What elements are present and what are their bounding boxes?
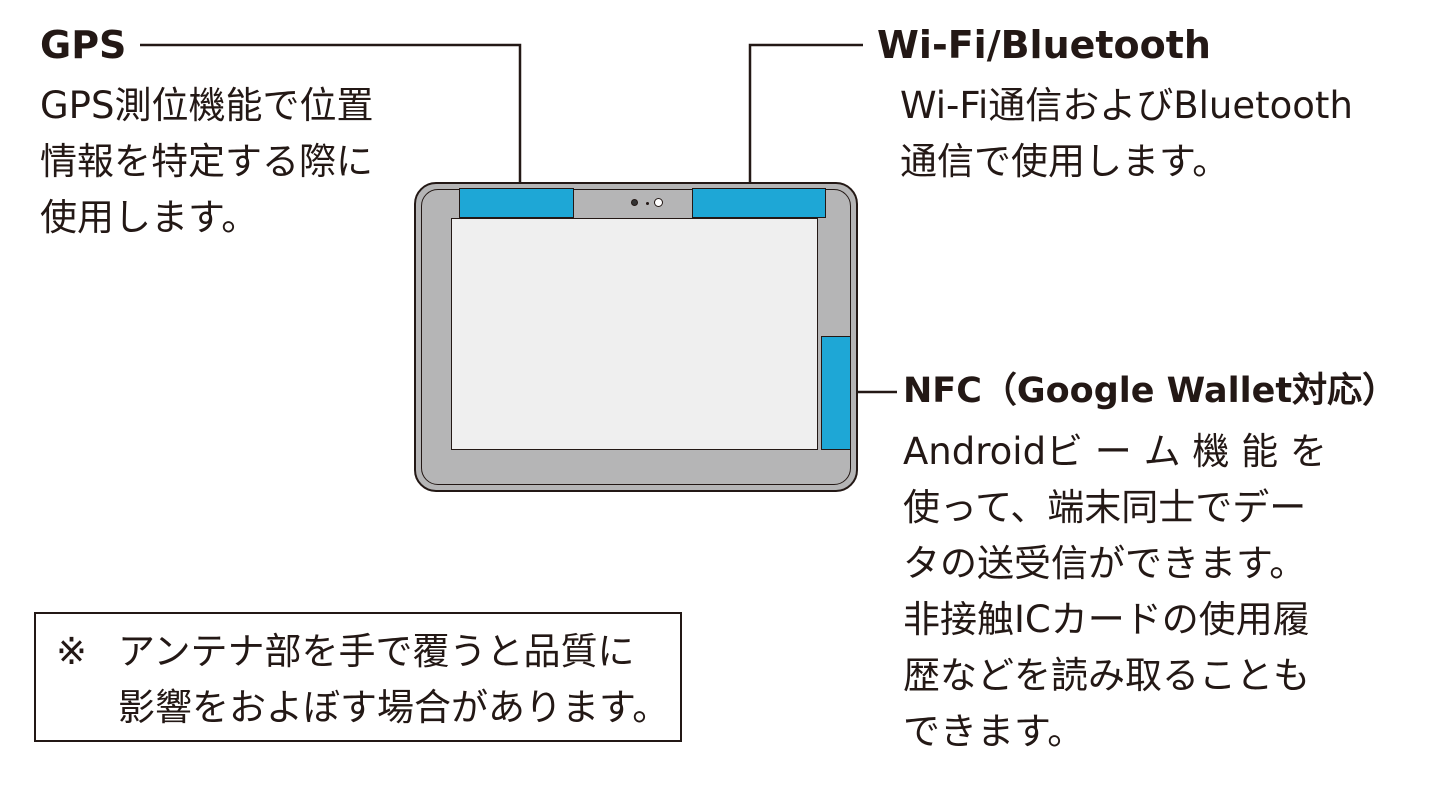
note-reference-mark: ※ — [56, 630, 88, 673]
note-text: アンテナ部を手で覆うと品質に 影響をおよぼす場合があります。 — [118, 624, 669, 736]
gps-title: GPS — [40, 23, 127, 67]
gps-description-line: 使用します。 — [40, 196, 259, 239]
sensor-dot-icon — [646, 202, 649, 205]
wifi-description-line: 通信で使用します。 — [900, 140, 1230, 183]
light-sensor-icon — [654, 198, 663, 207]
antenna-caution-note — [34, 612, 682, 742]
wifi-description-line: Wi-Fi通信およびBluetooth — [900, 84, 1353, 127]
nfc-description-line: タの送受信ができます。 — [903, 542, 1307, 585]
gps-leader-line — [140, 43, 522, 188]
wifi-bluetooth-title: Wi-Fi/Bluetooth — [877, 23, 1211, 67]
nfc-description-line: できます。 — [903, 710, 1085, 753]
front-camera-icon — [631, 199, 638, 206]
nfc-description-line: Androidビ ー ム 機 能 を — [903, 430, 1327, 473]
wifi-bluetooth-antenna-area — [692, 188, 826, 218]
nfc-title: NFC（Google Wallet対応） — [903, 371, 1398, 411]
note-text-line: アンテナ部を手で覆うと品質に — [118, 630, 635, 673]
nfc-antenna-area — [821, 336, 851, 450]
gps-description: GPS測位機能で位置 情報を特定する際に 使用します。 — [40, 78, 373, 246]
gps-antenna-area — [459, 188, 574, 218]
tablet-screen — [451, 218, 818, 450]
wifi-bluetooth-description: Wi-Fi通信およびBluetooth 通信で使用します。 — [900, 78, 1353, 190]
nfc-description-line: 使って、端末同士でデー — [903, 486, 1307, 529]
wifi-leader-line — [748, 43, 863, 188]
gps-description-line: 情報を特定する際に — [40, 140, 373, 183]
nfc-description-line: 歴などを読み取ることも — [903, 654, 1310, 697]
gps-description-line: GPS測位機能で位置 — [40, 84, 374, 127]
nfc-description-line: 非接触ICカードの使用履 — [903, 598, 1310, 641]
note-text-line: 影響をおよぼす場合があります。 — [118, 686, 670, 729]
nfc-description: Androidビ ー ム 機 能 を 使って、端末同士でデー タの送受信ができま… — [903, 424, 1327, 760]
